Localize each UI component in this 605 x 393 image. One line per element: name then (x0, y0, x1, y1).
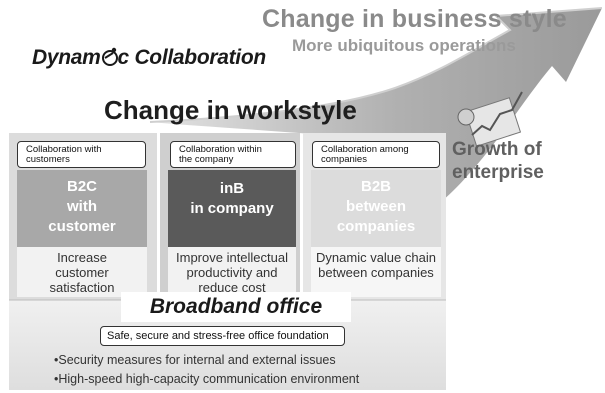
col-b2b-label-box: Collaboration among companies (312, 141, 440, 168)
col-b2b-description: Dynamic value chain between companies (311, 250, 441, 280)
col-b2b-label-line2: companies (321, 154, 367, 165)
business-style-subtitle: More ubiquitous operations (292, 36, 516, 55)
col-b2c-head-line2: with (67, 198, 97, 215)
col-inb-heading: inB in company (168, 179, 296, 219)
growth-line1: Growth of (452, 139, 542, 160)
col-inb-desc-line2: productivity and (186, 265, 278, 280)
col-inb-head-line1: inB (219, 180, 245, 197)
growth-of-enterprise-label: Growth of enterprise (452, 138, 544, 184)
col-inb-label-box: Collaboration within the company (170, 141, 296, 168)
office-foundation-box: Safe, secure and stress-free office foun… (100, 326, 345, 346)
col-b2b-head-line2: between (345, 198, 406, 215)
col-b2c-desc-line1: Increase (57, 250, 107, 265)
col-b2c-head-fill (17, 170, 147, 247)
col-b2c-label-line1: Collaboration with (26, 144, 102, 155)
growth-line2: enterprise (452, 162, 544, 183)
broadband-office-title: Broadband office (121, 292, 351, 322)
col-b2c-label-line2: customers (26, 154, 70, 165)
col-b2b-desc-line1: Dynamic value chain (316, 250, 436, 265)
col-inb-head-line2: in company (190, 200, 274, 217)
col-b2c-heading: B2C with customer (17, 177, 147, 237)
col-b2b-desc-line2: between companies (318, 265, 434, 280)
col-b2b-head-line1: B2B (360, 178, 391, 195)
col-b2b-head-fill (311, 170, 441, 247)
col-b2c-label-box: Collaboration with customers (17, 141, 146, 168)
col-inb-description: Improve intellectual productivity and re… (168, 250, 296, 295)
col-b2c-description: Increase customer satisfaction (17, 250, 147, 295)
logo-text-part1: Dynam (32, 46, 101, 69)
logo-text-part2: c Collaboration (117, 46, 267, 69)
col-b2c-desc-line2: customer (55, 265, 109, 280)
col-inb-label-line2: the company (179, 154, 234, 165)
dynamic-collaboration-logo: Dynam c Collaboration (32, 46, 266, 70)
workstyle-title: Change in workstyle (104, 95, 357, 125)
col-b2b-heading: B2B between companies (311, 177, 441, 237)
col-b2c-desc-line3: satisfaction (49, 280, 115, 295)
growth-chart-icon (457, 91, 523, 147)
col-b2c-head-line3: customer (48, 218, 116, 235)
growth-ribbon (150, 8, 602, 222)
col-inb-desc-line3: reduce cost (198, 280, 266, 295)
col-inb-desc-line1: Improve intellectual (176, 250, 288, 265)
bullet-security: •Security measures for internal and exte… (54, 353, 336, 367)
col-b2b-head-line3: companies (336, 218, 416, 235)
col-b2c-head-line1: B2C (66, 178, 97, 195)
col-inb-head-fill (168, 170, 296, 247)
logo-e-mark-icon (101, 47, 118, 67)
bullet-communication: •High-speed high-capacity communication … (54, 372, 360, 386)
col-inb-label-line1: Collaboration within (179, 144, 262, 155)
business-style-title: Change in business style (262, 5, 567, 33)
col-b2b-label-line1: Collaboration among (321, 144, 409, 155)
